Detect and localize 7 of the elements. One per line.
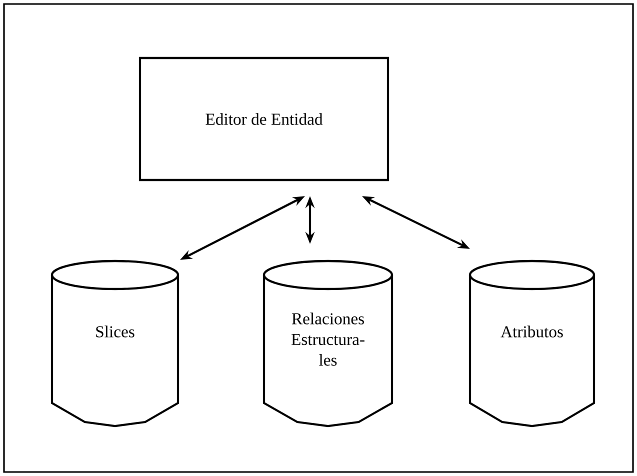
database-cylinder: Atributos xyxy=(468,260,596,428)
node-label: Slices xyxy=(96,326,134,338)
database-cylinder: Slices xyxy=(50,260,180,428)
database-cylinder: Relaciones Estructura- les xyxy=(262,260,394,428)
node-label: Atributos xyxy=(500,326,563,338)
entity-box: Editor de Entidad xyxy=(138,56,390,182)
node-label: Relaciones Estructura- les xyxy=(291,312,364,366)
